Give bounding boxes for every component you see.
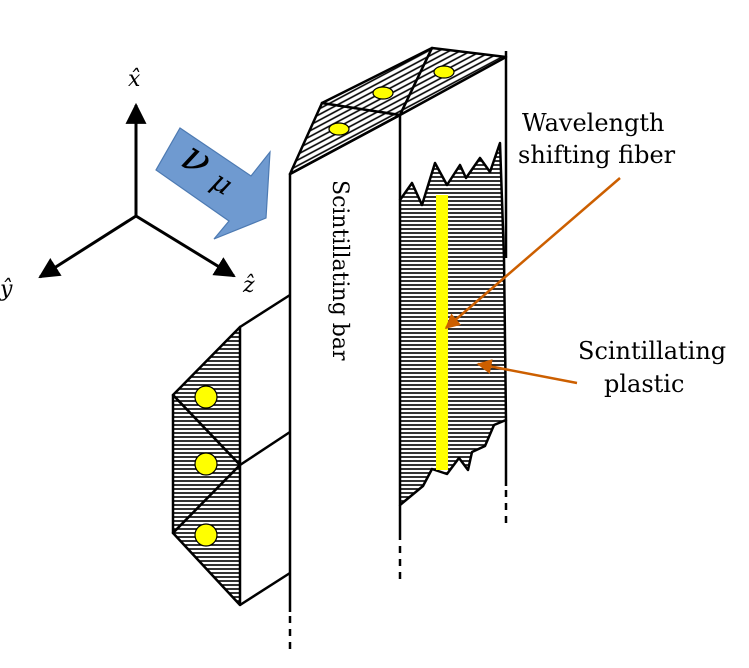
x-axis-label: x̂ <box>128 67 141 92</box>
coordinate-axes <box>38 102 236 279</box>
z-axis-label: ẑ <box>242 273 255 298</box>
plastic-leader <box>476 359 578 385</box>
cutaway-plastic <box>398 141 508 507</box>
y-axis <box>38 214 137 279</box>
fiber-leader <box>444 177 621 329</box>
side-fiber-dot-3 <box>194 523 218 547</box>
top-fiber-dot-2 <box>372 86 394 100</box>
top-fiber-dot-3 <box>433 65 455 79</box>
top-bar-layer <box>288 46 508 176</box>
side-fiber-dot-1 <box>194 385 218 409</box>
z-axis <box>135 214 236 278</box>
wls-label-line1: Wavelength <box>522 109 664 137</box>
leader-lines <box>444 177 621 385</box>
neutrino-arrow: ν μ <box>155 127 271 240</box>
plastic-label-line1: Scintillating <box>578 337 726 365</box>
wls-label-line2: shifting fiber <box>518 141 676 169</box>
top-fiber-dot-1 <box>328 122 350 136</box>
top-bar-3 <box>398 46 508 117</box>
side-bar-layer <box>171 293 291 607</box>
y-axis-label: ŷ <box>0 277 13 302</box>
wls-fiber <box>436 195 448 470</box>
side-fiber-dot-2 <box>194 452 218 476</box>
neutrino-arrow-shape <box>155 127 271 240</box>
plastic-label-line2: plastic <box>604 370 684 398</box>
scintillating-bar-label: Scintillating bar <box>327 180 352 361</box>
scintillating-bar-frame <box>288 51 508 652</box>
